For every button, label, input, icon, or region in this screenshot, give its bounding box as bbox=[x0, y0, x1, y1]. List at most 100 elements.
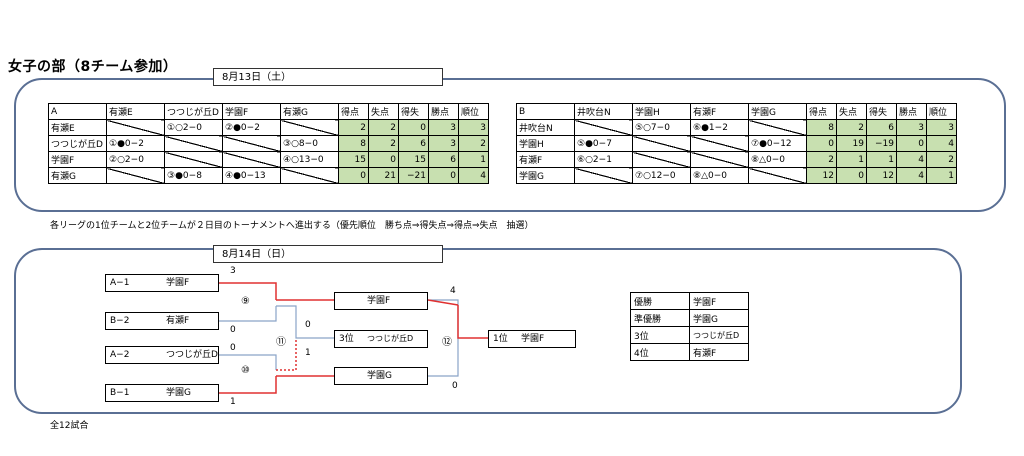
stat-cell: 3 bbox=[428, 119, 459, 136]
match-cell bbox=[106, 167, 165, 184]
stat-cell: 1 bbox=[926, 167, 957, 184]
stat-cell: 1 bbox=[458, 151, 489, 168]
score-m12-top: 4 bbox=[450, 286, 456, 296]
stat-cell: 15 bbox=[398, 151, 429, 168]
score-m9-bottom: 0 bbox=[230, 325, 236, 335]
footer-note: 全12試合 bbox=[50, 421, 89, 431]
day2-date: 8月14日（日） bbox=[213, 245, 443, 263]
rank-label: 3位 bbox=[630, 326, 690, 344]
score-m10-bottom: 1 bbox=[230, 397, 236, 407]
match-number-10: ⑩ bbox=[241, 365, 250, 376]
result-row: 優勝学園F bbox=[630, 292, 749, 310]
stat-cell: 21 bbox=[368, 167, 399, 184]
stat-cell: 0 bbox=[368, 151, 399, 168]
match-cell bbox=[632, 151, 691, 168]
score-m10-top: 0 bbox=[230, 343, 236, 353]
bracket-line-a2 bbox=[219, 354, 277, 370]
bracket-line-final-accent bbox=[427, 299, 459, 306]
advancement-note: 各リーグの1位チームと2位チームが２日目のトーナメントへ進出する（優先順位 勝ち… bbox=[50, 221, 534, 231]
day1-date: 8月13日（土） bbox=[213, 68, 443, 86]
rank-label: 4位 bbox=[630, 343, 690, 361]
team-name: 学園G bbox=[166, 388, 191, 398]
stat-cell: 0 bbox=[836, 167, 867, 184]
day2-panel bbox=[14, 248, 962, 414]
team-name: 学園F bbox=[367, 296, 391, 306]
bracket-slot-b2: B−2 有瀬F bbox=[105, 312, 219, 330]
result-row: 4位有瀬F bbox=[630, 343, 749, 361]
match-cell bbox=[748, 167, 807, 184]
match-cell: ④●0−13 bbox=[222, 167, 281, 184]
score-m12-bottom: 0 bbox=[452, 381, 458, 391]
third-place-label: 3位 bbox=[339, 334, 354, 344]
bracket-line-final-bottom bbox=[428, 338, 459, 377]
stat-cell: 0 bbox=[338, 167, 369, 184]
match-number-12: ⑫ bbox=[442, 337, 452, 348]
stat-cell: 2 bbox=[368, 135, 399, 152]
third-place-box: 3位 つつじが丘D bbox=[334, 330, 428, 348]
header-cell: 得失 bbox=[398, 103, 429, 120]
seed-label: B−2 bbox=[110, 316, 130, 326]
bracket-line-final-winner bbox=[457, 305, 488, 339]
team-name: 学園G bbox=[689, 309, 749, 327]
stat-cell: 4 bbox=[926, 135, 957, 152]
bracket-slot-a2: A−2 つつじが丘D bbox=[105, 346, 219, 364]
team-name: つつじが丘D bbox=[166, 350, 218, 360]
seed-label: A−2 bbox=[110, 350, 130, 360]
rank-label: 準優勝 bbox=[630, 309, 690, 327]
match-cell bbox=[748, 119, 807, 136]
seed-label: A−1 bbox=[110, 278, 130, 288]
rank-label: 優勝 bbox=[630, 292, 690, 310]
bracket-line-b2 bbox=[219, 306, 277, 322]
semi-winner-bottom: 学園G bbox=[334, 367, 428, 385]
stat-cell: 3 bbox=[896, 119, 927, 136]
team-name: 学園G bbox=[367, 371, 392, 381]
bracket-slot-b1: B−1 学園G bbox=[105, 384, 219, 402]
score-m9-top: 3 bbox=[230, 266, 236, 276]
match-number-11: ⑪ bbox=[276, 337, 286, 348]
stat-cell: 4 bbox=[896, 151, 927, 168]
stat-cell: −21 bbox=[398, 167, 429, 184]
header-cell: 得失 bbox=[866, 103, 897, 120]
match-cell bbox=[280, 119, 339, 136]
match-number-9: ⑨ bbox=[241, 296, 250, 307]
team-name: 有瀬F bbox=[689, 343, 749, 361]
stat-cell: −19 bbox=[866, 135, 897, 152]
stat-cell: 2 bbox=[806, 151, 837, 168]
team-name: 有瀬F bbox=[166, 316, 190, 326]
team-name: 学園F bbox=[521, 334, 545, 344]
result-row: 準優勝学園G bbox=[630, 309, 749, 327]
day1-panel bbox=[14, 78, 1006, 212]
match-cell bbox=[690, 135, 749, 152]
stat-cell: 12 bbox=[806, 167, 837, 184]
match-cell: ③●0−8 bbox=[164, 167, 223, 184]
header-cell: 順位 bbox=[926, 103, 957, 120]
header-cell: B bbox=[516, 103, 575, 120]
score-m11-bottom: 1 bbox=[305, 348, 311, 358]
bracket-line-m9-loser bbox=[276, 305, 334, 339]
team-name: つつじが丘D bbox=[367, 334, 414, 343]
bracket-slot-a1: A−1 学園F bbox=[105, 274, 219, 292]
header-cell: 失点 bbox=[836, 103, 867, 120]
bracket-line-m10-loser bbox=[276, 338, 297, 371]
header-cell: 勝点 bbox=[428, 103, 459, 120]
seed-label: B−1 bbox=[110, 388, 130, 398]
result-row: 3位つつじが丘D bbox=[630, 326, 749, 344]
match-cell bbox=[280, 167, 339, 184]
stat-cell: 15 bbox=[338, 151, 369, 168]
stat-cell: 0 bbox=[896, 135, 927, 152]
team-name: 学園F bbox=[689, 292, 749, 310]
header-cell: 勝点 bbox=[896, 103, 927, 120]
bracket-line-b1 bbox=[219, 376, 277, 394]
